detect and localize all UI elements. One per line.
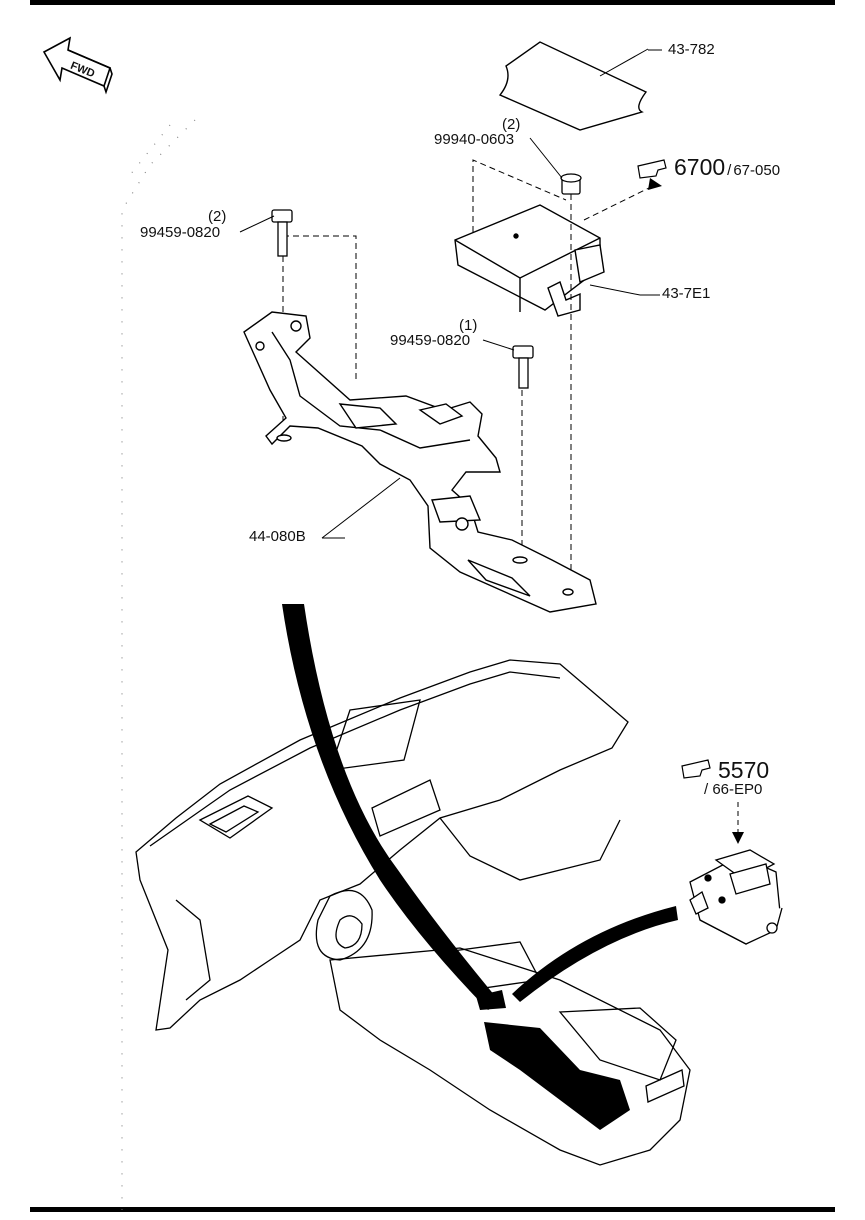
- bolt-99459-0820-b: [482, 339, 534, 389]
- callout-strokes: [282, 604, 678, 1010]
- vehicle-dashboard: [135, 659, 691, 1166]
- frame-borders: [30, 0, 835, 1212]
- pointing-hand-icon-switch: [681, 759, 711, 779]
- qty-bolt-b: (1): [459, 317, 478, 334]
- module-arrow-icon: [648, 178, 662, 190]
- cover-pad: [498, 41, 649, 131]
- part-number-43-7E1: 43-7E1: [662, 285, 711, 302]
- part-number-44-080B: 44-080B: [249, 528, 306, 545]
- section-number-5570[interactable]: 5570: [718, 757, 770, 783]
- label-leaders: [322, 49, 662, 539]
- part-number-99459-0820-b: 99459-0820: [390, 332, 471, 349]
- part-number-99940-0603: 99940-0603: [434, 131, 515, 148]
- dotted-guide: [121, 119, 196, 1210]
- bolt-99459-0820-a: [239, 209, 293, 257]
- pointing-hand-icon: [637, 159, 667, 179]
- subsection-66-EP0[interactable]: / 66-EP0: [704, 781, 763, 798]
- part-number-43-782: 43-782: [668, 41, 715, 58]
- subsection-67-050[interactable]: 67-050: [733, 162, 781, 179]
- control-module: [454, 204, 641, 317]
- fwd-arrow-icon: [42, 36, 113, 95]
- module-section-ref[interactable]: 6700 / 67-050: [674, 155, 780, 179]
- qty-nut: (2): [502, 116, 521, 133]
- console-highlight: [476, 990, 630, 1130]
- section-number-6700[interactable]: 6700: [674, 154, 726, 180]
- switch-arrow-icon: [732, 832, 744, 844]
- section-separator: /: [727, 162, 732, 179]
- mounting-bracket: [243, 311, 597, 613]
- qty-bolt-a: (2): [208, 208, 227, 225]
- switch-assembly: [689, 849, 783, 945]
- nut-99940-0603: [529, 137, 582, 195]
- part-number-99459-0820-a: 99459-0820: [140, 224, 221, 241]
